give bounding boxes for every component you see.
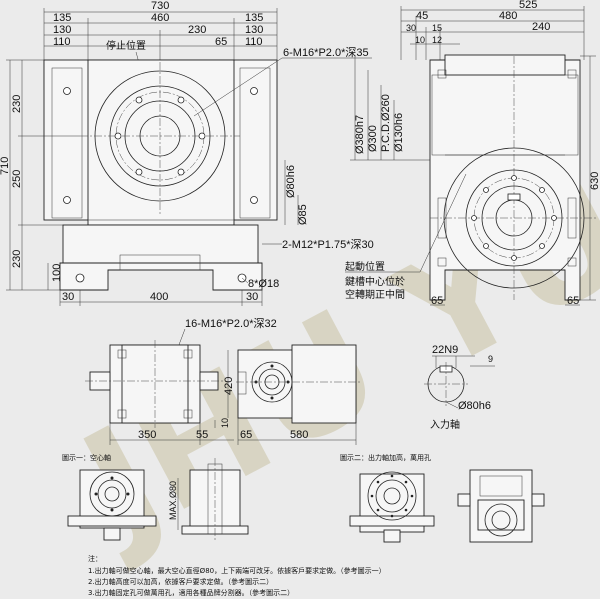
- dim-30-left: 30: [62, 291, 74, 303]
- dim-230-bottom: 230: [11, 250, 23, 268]
- figure-1: 圖示一：空心軸 MAX.Ø80: [62, 453, 249, 542]
- dim-460: 460: [151, 12, 169, 24]
- dim-135-left: 135: [53, 12, 71, 24]
- figure-2: 圖示二：出力軸加高，萬用孔: [340, 453, 545, 543]
- dim-230-top: 230: [11, 95, 23, 113]
- pcd-260: P.C.D.Ø260: [380, 94, 392, 152]
- dim-55: 55: [196, 429, 208, 441]
- dim-130h6: Ø130h6: [393, 113, 405, 152]
- dim-80h6: Ø80h6: [285, 165, 297, 198]
- dim-110-right: 110: [245, 36, 263, 48]
- dim-710: 710: [0, 157, 11, 175]
- dim-45: 45: [416, 10, 428, 22]
- dim-65-left: 65: [431, 295, 443, 307]
- dim-65-right: 65: [567, 295, 579, 307]
- figure-1-caption: 圖示一：空心軸: [62, 453, 111, 462]
- top-view: 16-M16*P2.0*深32 350 55 420 10: [85, 317, 360, 445]
- dim-65-top: 65: [240, 429, 252, 441]
- side-view: 525 45 480 30 15 240 10 12: [345, 0, 600, 307]
- input-shaft-label: 入力軸: [430, 418, 460, 431]
- dim-110-left: 110: [53, 36, 71, 48]
- dim-100: 100: [51, 264, 63, 282]
- thread-label-top-view: 16-M16*P2.0*深32: [185, 317, 277, 330]
- shaft-detail: 22N9 9 Ø80h6 入力軸: [424, 344, 495, 431]
- key-width-label: 22N9: [432, 344, 458, 356]
- dim-65: 65: [215, 36, 227, 48]
- dim-350: 350: [138, 429, 156, 441]
- dim-30: 30: [406, 23, 416, 33]
- dim-480: 480: [499, 10, 517, 22]
- shaft-diameter-label: Ø80h6: [458, 400, 491, 412]
- thread-label-top: 6-M16*P2.0*深35: [283, 46, 369, 59]
- figure-2-caption: 圖示二：出力軸加高，萬用孔: [340, 453, 431, 462]
- dim-580: 580: [290, 429, 308, 441]
- start-position-label: 起動位置: [345, 260, 385, 273]
- dim-380h7: Ø380h7: [354, 115, 366, 154]
- dim-300: Ø300: [367, 125, 379, 152]
- dim-525: 525: [519, 0, 537, 11]
- notes: 注： 1.出力軸可做空心軸，最大空心直徑Ø80，上下兩端可改牙。依據客戶要求定做…: [88, 554, 386, 597]
- notes-title: 注：: [88, 554, 102, 563]
- keyway-label-2: 空轉期正中間: [345, 288, 405, 301]
- dim-630: 630: [589, 172, 600, 190]
- thread-label-side: 2-M12*P1.75*深30: [282, 238, 374, 251]
- dim-240: 240: [532, 21, 550, 33]
- note-2: 2.出力軸高度可以加高，依據客戶要求定做。（參考圖示二）: [88, 577, 273, 586]
- holes-label: 8*Ø18: [248, 278, 279, 290]
- dim-730: 730: [151, 0, 169, 12]
- key-depth-label: 9: [488, 354, 493, 364]
- dim-400: 400: [150, 291, 168, 303]
- dim-15: 15: [432, 23, 442, 33]
- dim-10-top: 10: [220, 418, 230, 428]
- dim-10: 10: [415, 35, 425, 45]
- dim-420: 420: [223, 377, 235, 395]
- stop-position-label: 停止位置: [106, 39, 146, 52]
- dim-30-right: 30: [246, 291, 258, 303]
- keyway-label-1: 鍵槽中心位於: [345, 275, 405, 288]
- dim-130-left: 130: [53, 24, 71, 36]
- note-3: 3.出力軸固定孔可做萬用孔，適用各種品牌分割器。（參考圖示二）: [88, 588, 294, 597]
- front-view: 730 135 460 135 130 230 130 110 65 110 停…: [0, 0, 374, 306]
- dim-85: Ø85: [297, 204, 309, 225]
- max-bore-label: MAX.Ø80: [168, 481, 178, 520]
- note-1: 1.出力軸可做空心軸，最大空心直徑Ø80，上下兩端可改牙。依據客戶要求定做。（參…: [88, 566, 386, 575]
- dim-12: 12: [432, 35, 442, 45]
- dim-250: 250: [11, 170, 23, 188]
- dim-135-right: 135: [245, 12, 263, 24]
- dim-230: 230: [188, 24, 206, 36]
- dim-130-right: 130: [245, 24, 263, 36]
